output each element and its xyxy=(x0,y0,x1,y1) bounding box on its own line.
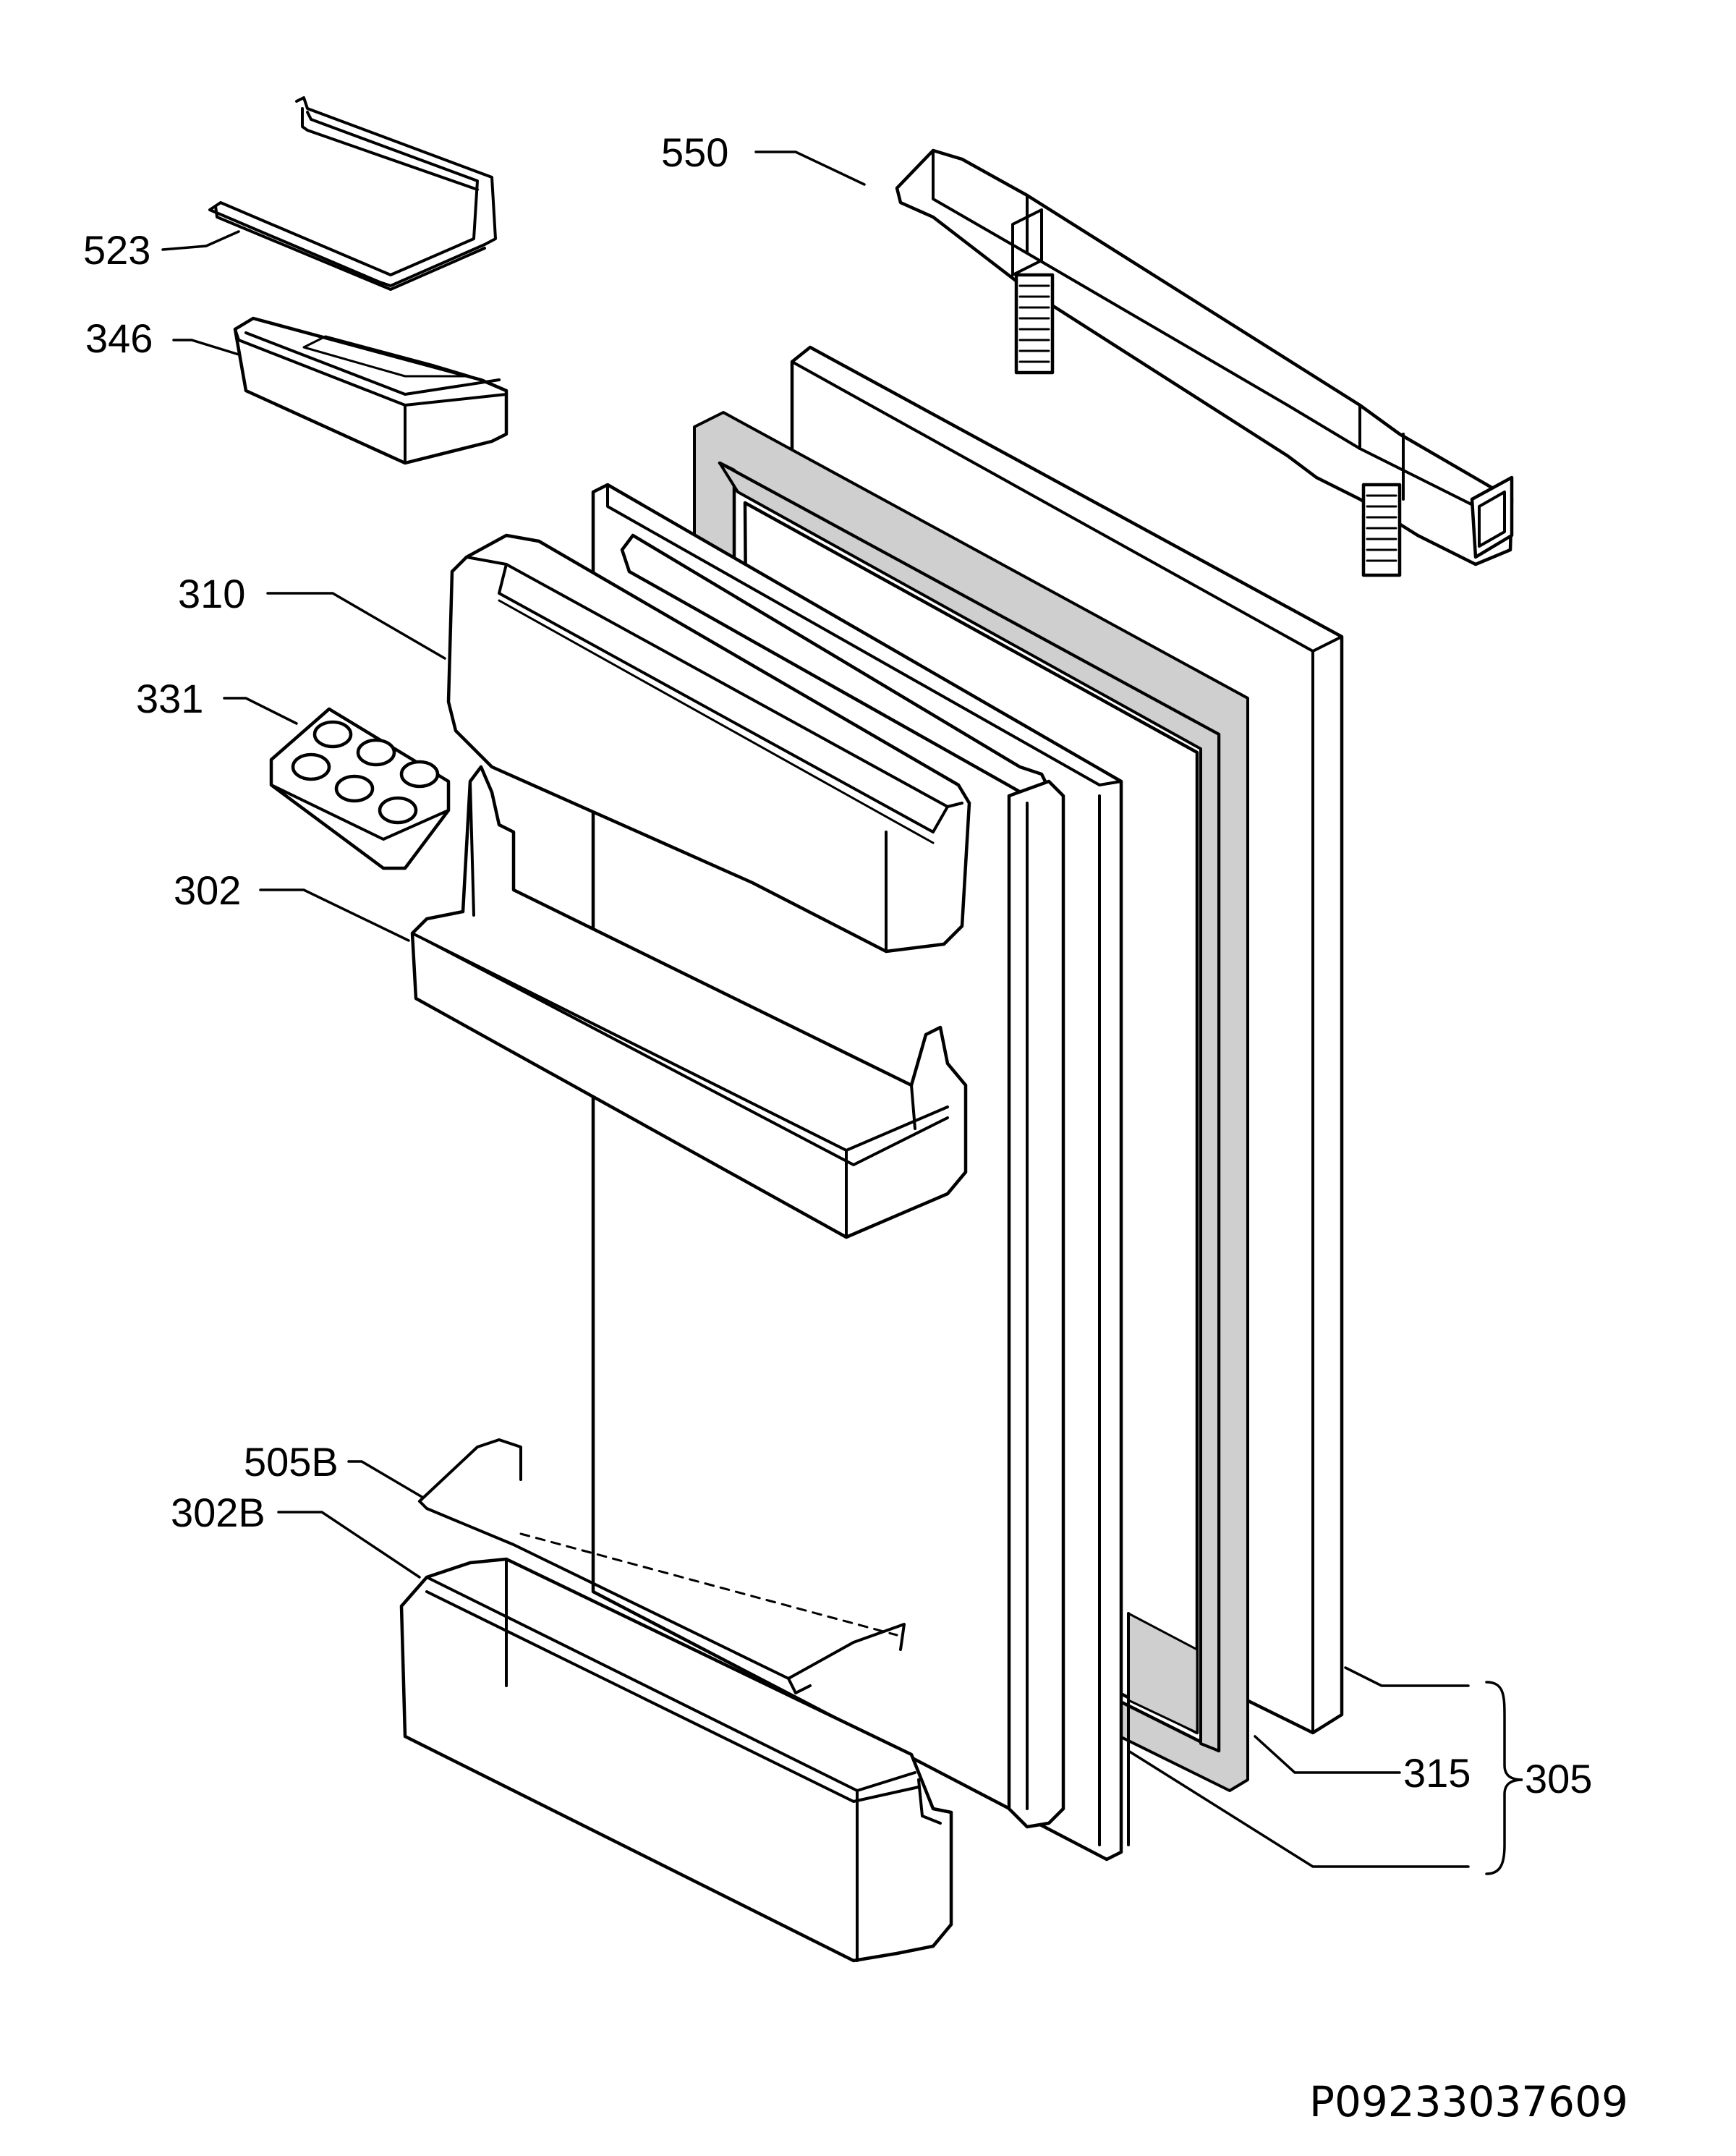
callout-305: 305 xyxy=(1525,1756,1592,1801)
part-346-butter-dish[interactable] xyxy=(233,316,509,465)
part-310-dairy-flap[interactable] xyxy=(446,533,971,954)
callout-315: 315 xyxy=(1403,1750,1471,1796)
callout-331: 331 xyxy=(136,676,203,721)
callout-302B: 302B xyxy=(171,1490,265,1535)
part-331-egg-tray[interactable] xyxy=(269,707,451,870)
leader-lines xyxy=(161,150,1523,1875)
callout-346: 346 xyxy=(85,315,153,361)
part-302B-bottle-shelf[interactable] xyxy=(399,1557,953,1963)
callout-550: 550 xyxy=(661,130,728,175)
callout-523: 523 xyxy=(83,227,150,273)
document-code: P09233037609 xyxy=(1309,2077,1628,2126)
part-523-wire-rail[interactable] xyxy=(208,96,497,291)
callout-505B: 505B xyxy=(244,1439,339,1485)
callout-302: 302 xyxy=(174,867,241,913)
part-505B-wire-rail[interactable] xyxy=(418,1438,906,1694)
part-550-hinge-rail[interactable] xyxy=(895,148,1514,577)
callout-310: 310 xyxy=(178,571,245,616)
part-302-door-shelf[interactable] xyxy=(410,765,968,1239)
